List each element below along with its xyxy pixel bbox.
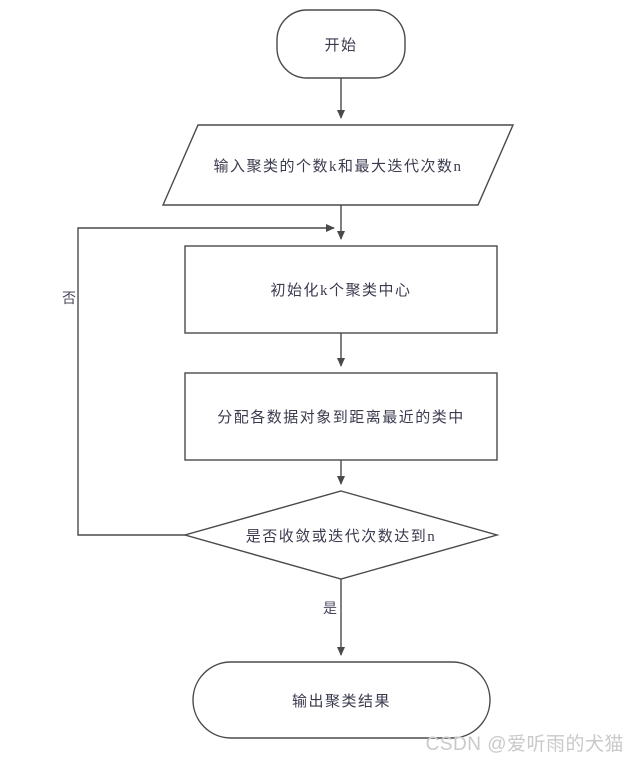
node-input-shape	[161, 124, 515, 206]
edge-label-no: 否	[62, 292, 76, 307]
edge-decision-to-init-loop	[77, 224, 335, 536]
edge-label-yes: 是	[323, 602, 337, 617]
node-decision-shape	[182, 490, 500, 580]
node-start-shape	[276, 9, 406, 79]
node-assign-shape	[184, 372, 498, 461]
node-end-shape	[192, 661, 491, 739]
node-init-shape	[184, 245, 498, 334]
csdn-watermark: CSDN @爱听雨的犬猫	[425, 734, 624, 755]
